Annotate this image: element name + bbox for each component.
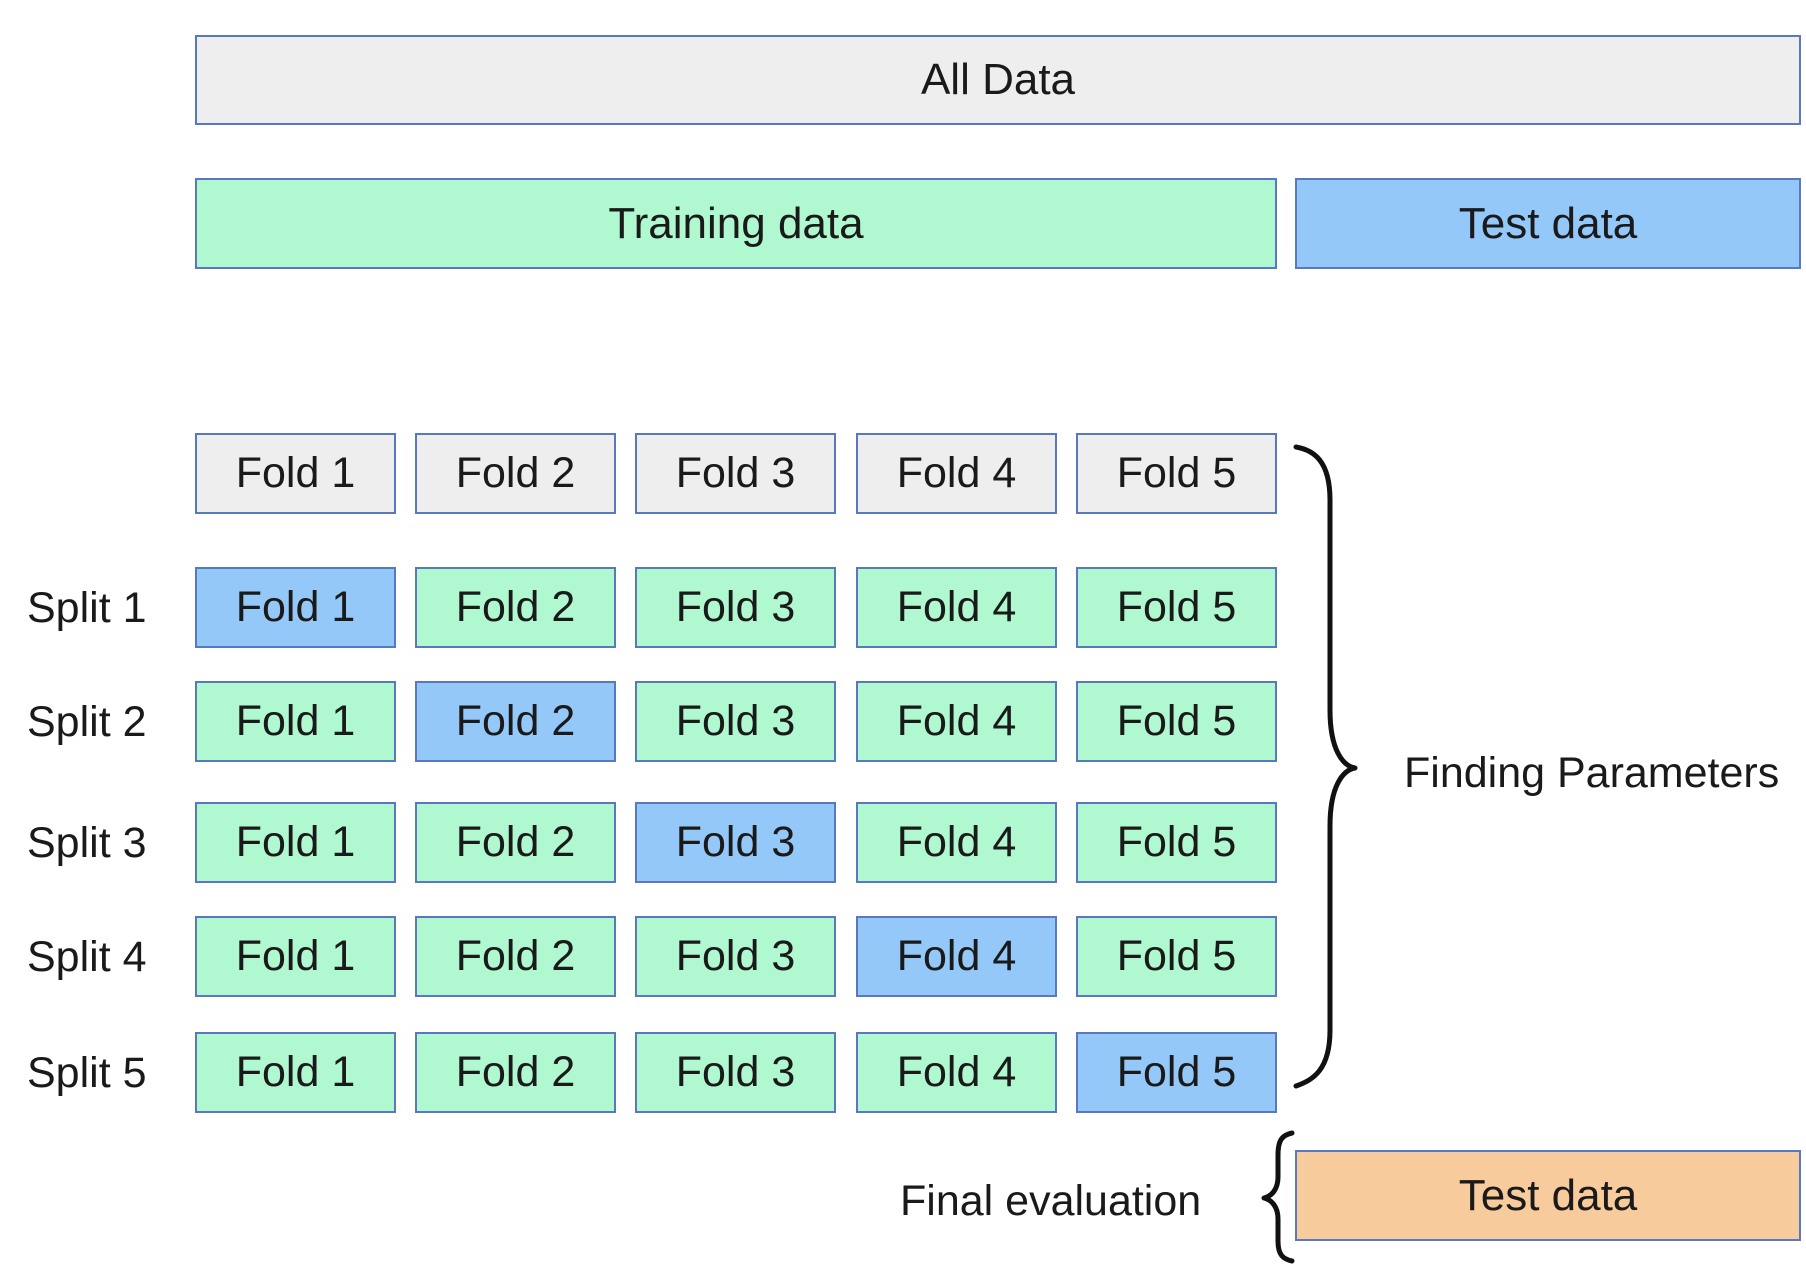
training-fold-box: Fold 5 [1076,916,1277,997]
training-fold-box: Fold 5 [1076,802,1277,883]
fold-label: Fold 5 [1116,1048,1237,1096]
fold-label: Fold 5 [1116,583,1237,631]
training-fold-box: Fold 4 [856,681,1057,762]
training-fold-box: Fold 1 [195,802,396,883]
training-fold-box: Fold 3 [635,567,836,648]
header-fold-1: Fold 1 [195,433,396,514]
fold-label: Fold 3 [675,583,796,631]
final-test-data-label: Test data [1458,1170,1638,1220]
split-label: Split 3 [27,819,147,867]
validation-fold-box: Fold 3 [635,802,836,883]
training-fold-box: Fold 1 [195,916,396,997]
fold-label: Fold 4 [896,932,1017,980]
header-fold-5: Fold 5 [1076,433,1277,514]
fold-label: Fold 4 [896,818,1017,866]
fold-label: Fold 1 [235,1048,356,1096]
header-fold-4: Fold 4 [856,433,1057,514]
final-test-data-box: Test data [1295,1150,1801,1241]
fold-label: Fold 2 [455,583,576,631]
training-fold-box: Fold 2 [415,567,616,648]
training-data-box: Training data [195,178,1277,269]
finding-parameters-label: Finding Parameters [1404,749,1780,797]
fold-label: Fold 3 [675,818,796,866]
training-fold-box: Fold 4 [856,802,1057,883]
training-fold-box: Fold 5 [1076,681,1277,762]
validation-fold-box: Fold 1 [195,567,396,648]
final-evaluation-brace [1261,1130,1295,1264]
finding-parameters-brace [1293,444,1358,1089]
fold-label: Fold 1 [235,583,356,631]
header-fold-label: Fold 1 [235,449,356,497]
validation-fold-box: Fold 5 [1076,1032,1277,1113]
validation-fold-box: Fold 4 [856,916,1057,997]
split-label: Split 4 [27,933,147,981]
fold-label: Fold 2 [455,1048,576,1096]
header-fold-2: Fold 2 [415,433,616,514]
training-fold-box: Fold 2 [415,916,616,997]
fold-label: Fold 5 [1116,932,1237,980]
all-data-box: All Data [195,35,1801,125]
header-fold-label: Fold 4 [896,449,1017,497]
header-fold-label: Fold 2 [455,449,576,497]
training-fold-box: Fold 3 [635,681,836,762]
fold-label: Fold 4 [896,583,1017,631]
fold-label: Fold 2 [455,697,576,745]
training-fold-box: Fold 1 [195,681,396,762]
training-data-label: Training data [608,198,864,248]
fold-label: Fold 3 [675,697,796,745]
validation-fold-box: Fold 2 [415,681,616,762]
training-fold-box: Fold 3 [635,1032,836,1113]
header-fold-label: Fold 5 [1116,449,1237,497]
test-data-label: Test data [1458,198,1638,248]
fold-label: Fold 4 [896,697,1017,745]
fold-label: Fold 3 [675,1048,796,1096]
fold-label: Fold 3 [675,932,796,980]
header-fold-3: Fold 3 [635,433,836,514]
split-label: Split 2 [27,698,147,746]
fold-label: Fold 2 [455,818,576,866]
training-fold-box: Fold 2 [415,802,616,883]
training-fold-box: Fold 1 [195,1032,396,1113]
training-fold-box: Fold 2 [415,1032,616,1113]
split-label: Split 1 [27,584,147,632]
fold-label: Fold 5 [1116,818,1237,866]
fold-label: Fold 5 [1116,697,1237,745]
training-fold-box: Fold 4 [856,567,1057,648]
fold-label: Fold 1 [235,697,356,745]
all-data-label: All Data [920,55,1076,104]
fold-label: Fold 4 [896,1048,1017,1096]
training-fold-box: Fold 4 [856,1032,1057,1113]
header-fold-label: Fold 3 [675,449,796,497]
split-label: Split 5 [27,1049,147,1097]
fold-label: Fold 1 [235,932,356,980]
final-evaluation-label: Final evaluation [900,1177,1202,1225]
fold-label: Fold 1 [235,818,356,866]
fold-label: Fold 2 [455,932,576,980]
test-data-box: Test data [1295,178,1801,269]
training-fold-box: Fold 3 [635,916,836,997]
training-fold-box: Fold 5 [1076,567,1277,648]
